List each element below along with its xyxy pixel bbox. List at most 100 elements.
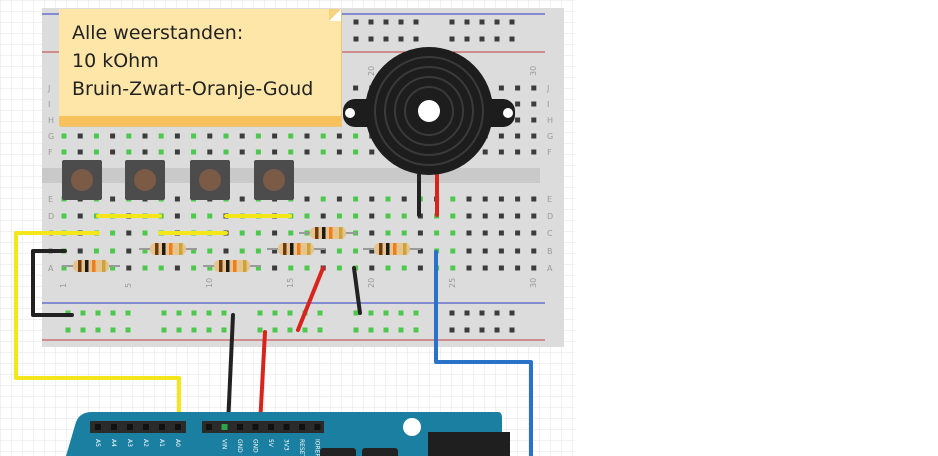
breadboard-hole <box>482 196 488 202</box>
breadboard-hole <box>531 101 537 107</box>
rail-hole <box>509 36 515 42</box>
breadboard-hole <box>450 213 456 219</box>
breadboard-hole <box>466 230 472 236</box>
rail-hole <box>449 19 455 25</box>
rail-hole <box>494 36 500 42</box>
breadboard-hole <box>93 248 99 254</box>
breadboard-hole <box>531 117 537 123</box>
breadboard-hole <box>353 85 359 91</box>
rail-hole <box>95 327 101 333</box>
resistor-band <box>339 227 343 239</box>
column-number: 30 <box>529 278 538 288</box>
wire-black-resistor <box>352 266 362 315</box>
breadboard-hole <box>304 213 310 219</box>
breadboard-hole <box>353 196 359 202</box>
power-header <box>202 421 324 433</box>
breadboard-hole <box>336 149 342 155</box>
breadboard-hole <box>531 196 537 202</box>
breadboard-hole <box>498 230 504 236</box>
rail-hole <box>272 327 278 333</box>
rail-hole <box>509 327 515 333</box>
rail-hole <box>191 327 197 333</box>
resistor-band <box>85 260 89 272</box>
rail-hole <box>287 327 293 333</box>
rail-hole <box>257 310 263 316</box>
breadboard-hole <box>207 133 213 139</box>
breadboard-hole <box>531 213 537 219</box>
rail-hole <box>176 327 182 333</box>
breadboard-hole <box>417 230 423 236</box>
breadboard-hole <box>450 248 456 254</box>
breadboard-hole <box>353 149 359 155</box>
resistor-band <box>379 243 383 255</box>
breadboard-hole <box>498 85 504 91</box>
analog-header <box>90 421 186 433</box>
breadboard-hole <box>515 117 521 123</box>
rail-hole <box>110 310 116 316</box>
header-pin <box>268 424 274 430</box>
rail-hole <box>464 36 470 42</box>
breadboard-hole <box>288 230 294 236</box>
breadboard-hole <box>515 85 521 91</box>
breadboard-hole <box>320 149 326 155</box>
breadboard-hole <box>385 230 391 236</box>
breadboard-hole <box>515 230 521 236</box>
rail-hole <box>383 310 389 316</box>
breadboard-hole <box>450 265 456 271</box>
rail-hole <box>383 19 389 25</box>
breadboard-hole <box>174 213 180 219</box>
breadboard-hole <box>110 133 116 139</box>
row-letter: B <box>547 247 553 256</box>
column-number: 15 <box>286 278 295 288</box>
breadboard-hole <box>223 149 229 155</box>
rail-hole <box>413 327 419 333</box>
breadboard-hole <box>207 265 213 271</box>
analog-pin-label: A0 <box>174 439 181 447</box>
row-letter: I <box>547 100 549 109</box>
header-pin <box>237 424 243 430</box>
resistor-band <box>102 260 106 272</box>
rail-hole <box>302 327 308 333</box>
breadboard-hole <box>320 248 326 254</box>
breadboard-hole <box>223 248 229 254</box>
breadboard-hole <box>531 133 537 139</box>
breadboard-hole <box>498 265 504 271</box>
rail-hole <box>161 310 167 316</box>
row-letter: H <box>547 116 553 125</box>
breadboard-hole <box>288 133 294 139</box>
breadboard-hole <box>272 248 278 254</box>
resistor-4 <box>267 243 325 255</box>
breadboard-hole <box>336 265 342 271</box>
breadboard-hole <box>255 149 261 155</box>
rail-hole <box>317 310 323 316</box>
breadboard-hole <box>531 248 537 254</box>
row-letter: D <box>547 212 553 221</box>
breadboard-hole <box>239 196 245 202</box>
breadboard-hole <box>174 133 180 139</box>
power-pin-label: 3V3 <box>283 439 290 451</box>
rail-hole <box>161 327 167 333</box>
breadboard-hole <box>336 196 342 202</box>
resistor-3 <box>203 260 261 272</box>
power-pin-label: RESET <box>298 439 305 456</box>
breadboard-hole <box>207 213 213 219</box>
breadboard-hole <box>434 230 440 236</box>
breadboard-hole <box>77 213 83 219</box>
row-letter: A <box>48 264 54 273</box>
resistor-band <box>219 260 223 272</box>
power-pin-label: VIN <box>221 439 228 449</box>
row-letter: G <box>547 132 553 141</box>
breadboard-hole <box>61 265 67 271</box>
breadboard-hole <box>498 196 504 202</box>
breadboard-hole <box>272 230 278 236</box>
breadboard-hole <box>417 265 423 271</box>
rail-hole <box>125 310 131 316</box>
rail-hole <box>221 310 227 316</box>
piezo-buzzer <box>343 47 515 175</box>
breadboard-hole <box>304 149 310 155</box>
breadboard-hole <box>142 265 148 271</box>
breadboard-hole <box>385 196 391 202</box>
header-pin <box>206 424 212 430</box>
header-pin <box>221 424 228 430</box>
